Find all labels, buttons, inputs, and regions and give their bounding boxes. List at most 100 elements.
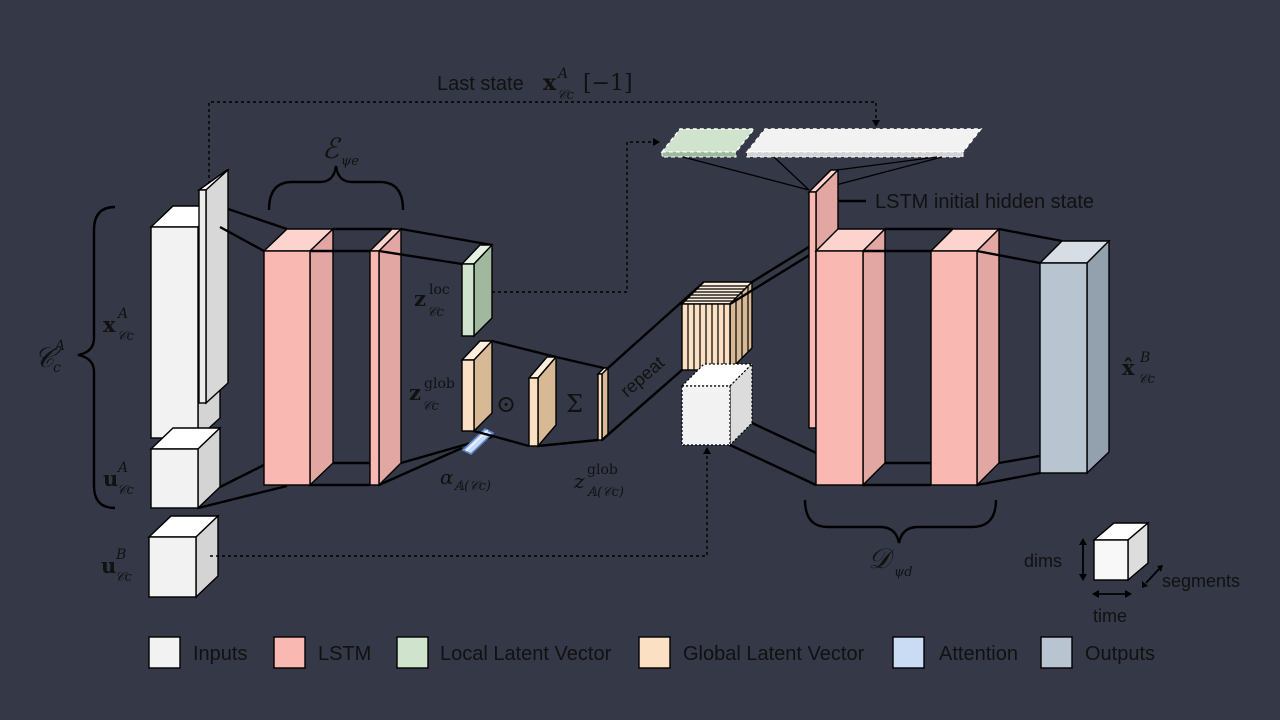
zagg-sub: 𝔸(𝒞c) bbox=[586, 485, 624, 500]
input-set-brace bbox=[77, 205, 116, 510]
input-x-label: x A 𝒞c bbox=[103, 306, 134, 344]
legend: Inputs LSTM Local Latent Vector Global L… bbox=[148, 636, 1155, 669]
hidden-state-last-sheet bbox=[745, 128, 983, 158]
zloc-sup: loc bbox=[429, 282, 450, 298]
input-u-label: u A 𝒞c bbox=[103, 460, 134, 498]
last-state-sub: 𝒞c bbox=[557, 88, 574, 103]
alpha-symbol: α bbox=[440, 465, 454, 489]
encoder-lstm-1 bbox=[262, 227, 335, 487]
decoder-symbol: 𝒟 bbox=[868, 542, 895, 575]
repeat-edges bbox=[601, 281, 705, 441]
hidden-state-local-sheet bbox=[660, 128, 756, 158]
legend-label: Inputs bbox=[193, 643, 247, 665]
zglob-sup: glob bbox=[424, 376, 455, 392]
repeated-global-block bbox=[680, 280, 754, 372]
input-uB-block bbox=[147, 514, 220, 599]
z-loc-vector bbox=[460, 243, 494, 338]
uB-label: u bbox=[101, 553, 116, 578]
x-label: x bbox=[103, 312, 116, 337]
input-set-label: 𝒞 A c bbox=[34, 338, 65, 376]
legend-label: LSTM bbox=[318, 643, 371, 665]
repeated-uB-block bbox=[680, 362, 754, 447]
set-sub: c bbox=[53, 360, 61, 376]
u-label: u bbox=[103, 466, 118, 491]
repeat-label: repeat bbox=[617, 352, 669, 401]
last-state-sup: A bbox=[556, 66, 568, 82]
encoder-brace bbox=[267, 165, 405, 211]
u-sup: A bbox=[116, 460, 128, 476]
zloc-z: z bbox=[414, 286, 426, 311]
input-to-encoder-edges bbox=[197, 207, 288, 510]
alpha-label: α 𝔸(𝒞c) bbox=[440, 465, 491, 494]
decoder-lstm-1 bbox=[814, 227, 887, 487]
axes-cube bbox=[1092, 521, 1150, 582]
legend-label: Outputs bbox=[1085, 643, 1155, 665]
zloc-sub: 𝒞c bbox=[427, 305, 444, 320]
last-state-text: Last state bbox=[437, 73, 524, 95]
legend-item-global-latent: Global Latent Vector bbox=[638, 636, 865, 669]
legend-item-lstm: LSTM bbox=[273, 636, 371, 669]
uB-sub: 𝒞c bbox=[115, 570, 132, 585]
encoder-lstm-2 bbox=[368, 227, 403, 487]
encoder-sub: ψe bbox=[341, 154, 359, 169]
uB-dotted-arrow bbox=[210, 452, 708, 557]
axis-time: time bbox=[1093, 606, 1127, 626]
legend-swatch bbox=[1040, 636, 1073, 669]
zglob-sub: 𝒞c bbox=[422, 399, 439, 414]
z-glob-vector bbox=[460, 339, 494, 433]
z-loc-label: z loc 𝒞c bbox=[414, 282, 450, 320]
sum-edges bbox=[537, 355, 609, 448]
last-state-slice bbox=[196, 168, 230, 405]
weighted-vector bbox=[527, 355, 558, 448]
z-glob-label: z glob 𝒞c bbox=[409, 376, 455, 414]
z-agg-label: z glob 𝔸(𝒞c) bbox=[573, 462, 624, 500]
legend-swatch bbox=[892, 636, 925, 669]
set-sup: A bbox=[53, 338, 65, 354]
decoder-sub: ψd bbox=[894, 565, 913, 580]
legend-swatch bbox=[148, 636, 181, 669]
decoder-brace bbox=[803, 499, 998, 544]
last-state-arrow bbox=[208, 101, 880, 190]
legend-item-inputs: Inputs bbox=[148, 636, 247, 669]
legend-label: Local Latent Vector bbox=[440, 643, 612, 665]
output-symbol: x̂ bbox=[1122, 355, 1135, 380]
legend-swatch bbox=[396, 636, 429, 669]
zagg-sup: glob bbox=[587, 462, 618, 478]
input-u-block bbox=[149, 426, 222, 510]
encoder-label: ℰ ψe bbox=[322, 132, 359, 169]
x-sup: A bbox=[116, 306, 128, 322]
u-sub: 𝒞c bbox=[117, 483, 134, 498]
legend-item-outputs: Outputs bbox=[1040, 636, 1155, 669]
lstm-hidden-label: LSTM initial hidden state bbox=[875, 191, 1094, 213]
last-state-index: [−1] bbox=[583, 71, 633, 96]
odot-operator: ⊙ bbox=[496, 390, 516, 418]
last-state-symbol: x bbox=[543, 70, 557, 96]
zglob-z: z bbox=[409, 380, 421, 405]
input-uB-label: u B 𝒞c bbox=[101, 547, 132, 585]
output-sup: B bbox=[1139, 350, 1150, 366]
aggregated-global-vector bbox=[596, 366, 610, 442]
hidden-state-funnel-edges bbox=[682, 156, 943, 191]
axis-segments: segments bbox=[1162, 571, 1240, 591]
decoder-lstm-2 bbox=[929, 227, 1001, 487]
product-edges bbox=[473, 339, 557, 448]
x-sub: 𝒞c bbox=[117, 329, 134, 344]
output-block bbox=[1038, 239, 1111, 475]
sum-operator: Σ bbox=[566, 390, 583, 418]
legend-item-local-latent: Local Latent Vector bbox=[396, 636, 612, 669]
output-label: x̂ B 𝒞c bbox=[1122, 350, 1155, 387]
legend-label: Attention bbox=[939, 643, 1018, 665]
legend-swatch bbox=[638, 636, 671, 669]
legend-label: Global Latent Vector bbox=[683, 643, 865, 665]
axes-arrows bbox=[1079, 538, 1163, 598]
uB-sup: B bbox=[115, 547, 126, 563]
last-state-label: Last state x A 𝒞c [−1] bbox=[437, 66, 633, 103]
z-loc-dotted-arrow bbox=[492, 141, 654, 293]
output-sub: 𝒞c bbox=[1138, 372, 1155, 387]
decoder-label: 𝒟 ψd bbox=[868, 542, 913, 580]
encoder-symbol: ℰ bbox=[322, 132, 342, 165]
zagg-z: z bbox=[573, 469, 585, 493]
axis-dims: dims bbox=[1024, 551, 1062, 571]
legend-swatch bbox=[273, 636, 306, 669]
